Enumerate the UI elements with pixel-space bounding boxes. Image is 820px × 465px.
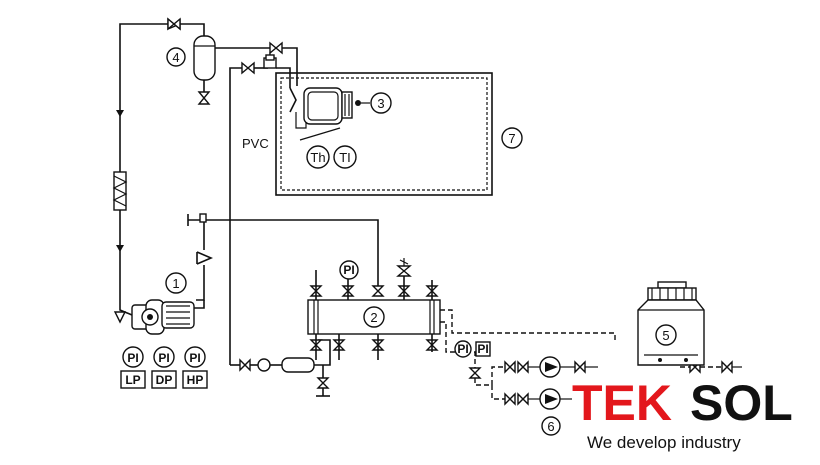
logo-tagline: We develop industry [587, 433, 741, 452]
gauge-hp: PI HP [182, 346, 208, 389]
gauge-water-pi-text: PI [457, 342, 468, 356]
receiver-4: 4 [166, 35, 216, 81]
label-7-text: 7 [508, 131, 515, 146]
pump-6b [539, 388, 561, 410]
gauge-condenser-pi-text: PI [343, 263, 354, 277]
valves [167, 17, 733, 406]
logo-tek: TEK [572, 375, 672, 431]
label-7: 7 [501, 127, 523, 149]
gauge-dp-pi-text: PI [158, 351, 169, 365]
enclosure-7 [275, 72, 493, 196]
relief-valve [396, 258, 412, 277]
pvc-label: PVC [242, 136, 269, 151]
condenser-2: 2 [307, 270, 441, 360]
label-2-text: 2 [370, 310, 377, 325]
gauge-lp: PI LP [120, 346, 146, 389]
heat-exchanger-left [112, 110, 128, 252]
label-4-text: 4 [172, 50, 179, 65]
gauge-lp-pi-text: PI [127, 351, 138, 365]
compressor-1: 1 [113, 272, 205, 335]
filter-drier [257, 357, 330, 397]
gauge-hp-pi-text: PI [189, 351, 200, 365]
label-6-text: 6 [547, 419, 554, 434]
label-1-text: 1 [172, 276, 179, 291]
label-3-text: 3 [377, 96, 384, 111]
gauge-ti-text: TI [339, 150, 351, 165]
pump-6a [539, 356, 561, 378]
evaporator-3: 3 [263, 52, 392, 141]
gauge-ti: TI [333, 145, 357, 169]
water-circuit [440, 309, 742, 400]
gauge-condenser-pi: PI [339, 260, 359, 280]
cooling-tower-5: 5 [637, 281, 705, 366]
gauge-water-pi2-text: PI [477, 342, 488, 356]
gauge-th: Th [306, 145, 330, 169]
label-6: 6 [541, 416, 561, 436]
label-5-text: 5 [662, 328, 669, 343]
teksol-logo: TEK SOL We develop industry [572, 375, 793, 452]
gauge-water-pi: PI PI [454, 340, 491, 358]
gauge-th-text: Th [310, 150, 325, 165]
check-valve [196, 251, 214, 265]
gauge-lp-text: LP [125, 373, 140, 387]
logo-sol: SOL [690, 375, 793, 431]
gauge-dp: PI DP [151, 346, 177, 389]
gauge-hp-text: HP [187, 373, 204, 387]
gauge-dp-text: DP [156, 373, 173, 387]
